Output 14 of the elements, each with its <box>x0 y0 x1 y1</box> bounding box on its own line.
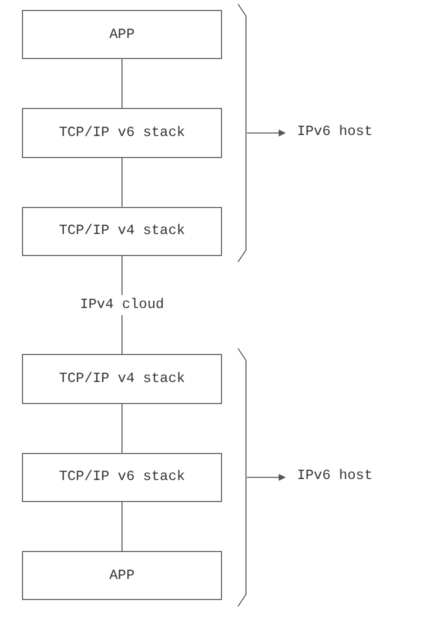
stack-box <box>22 10 222 60</box>
host-label: IPv6 host <box>297 124 373 140</box>
layer-label: TCP/IP v6 stack <box>58 469 186 486</box>
layer-label: APP <box>109 26 135 43</box>
layer-label: TCP/IP v4 stack <box>58 370 186 387</box>
layer-label: TCP/IP v6 stack <box>58 124 186 141</box>
stack-box <box>22 354 222 404</box>
stack-box <box>22 452 222 502</box>
stack-box <box>22 206 222 256</box>
host-label: IPv6 host <box>297 468 373 484</box>
layer-label: APP <box>109 568 135 584</box>
stack-box <box>22 108 222 158</box>
stack-box <box>22 551 222 600</box>
layer-label: TCP/IP v4 stack <box>58 223 186 240</box>
